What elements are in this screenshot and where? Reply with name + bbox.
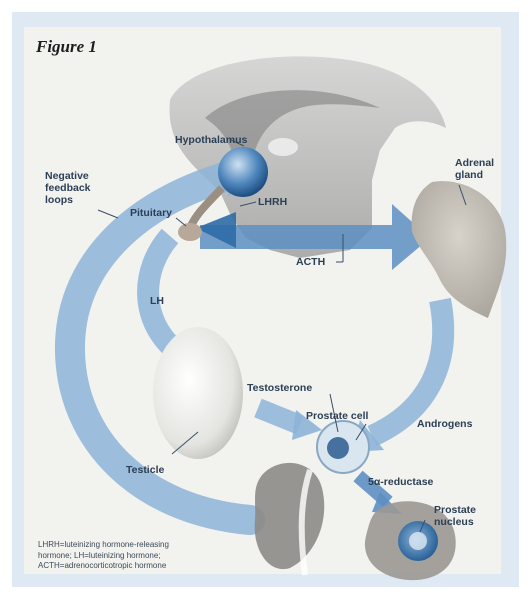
prostate-cell-core (327, 437, 349, 459)
testosterone-label: Testosterone (247, 382, 312, 394)
prostate-cell-label: Prostate cell (306, 410, 368, 422)
negative-feedback-label: Negative feedback loops (45, 170, 91, 206)
adrenal-gland-illustration (412, 181, 507, 318)
testosterone-arrow (258, 408, 300, 425)
androgens-arc (372, 300, 443, 436)
pituitary-label: Pituitary (130, 207, 172, 219)
prostate-nucleus-label: Prostate nucleus (434, 504, 476, 528)
lhrh-label: LHRH (258, 196, 287, 208)
lh-label: LH (150, 295, 164, 307)
pituitary-gland (178, 223, 202, 241)
acth-label: ACTH (296, 256, 325, 268)
prostate-nucleus-core (409, 532, 427, 550)
figure-title: Figure 1 (36, 37, 97, 57)
androgens-label: Androgens (417, 418, 472, 430)
lh-arc (148, 236, 175, 350)
hypothalamus-illustration (218, 147, 268, 197)
testicle-label: Testicle (126, 464, 164, 476)
abbreviation-footnote: LHRH=luteinizing hormone-releasing hormo… (38, 540, 268, 572)
adrenal-gland-label: Adrenal gland (455, 157, 494, 181)
five-alpha-reductase-label: 5α-reductase (368, 476, 433, 488)
hypothalamus-label: Hypothalamus (175, 134, 247, 146)
testicle-illustration (153, 327, 243, 459)
